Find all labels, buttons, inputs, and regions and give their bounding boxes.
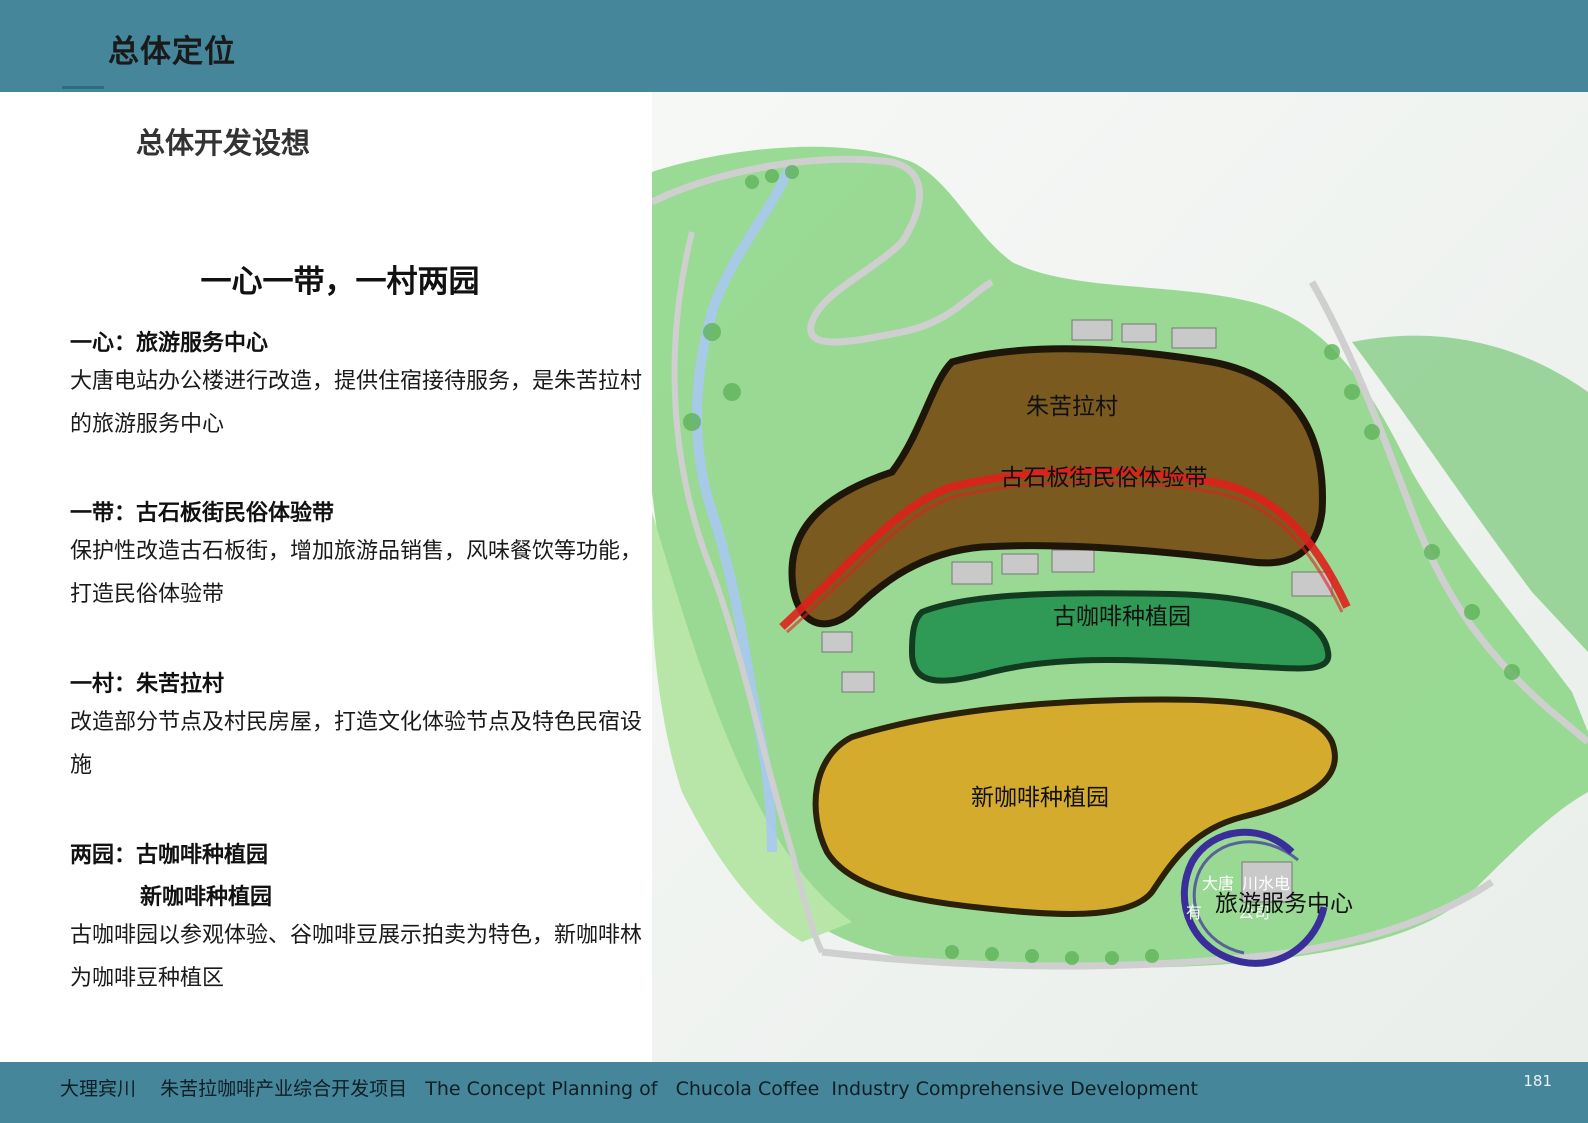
label-new-garden: 新咖啡种植园 xyxy=(971,784,1109,810)
page-number: 181 xyxy=(1523,1072,1552,1090)
title-accent-line xyxy=(62,86,104,89)
section-body-gardens: 古咖啡园以参观体验、谷咖啡豆展示拍卖为特色，新咖啡林为咖啡豆种植区 xyxy=(70,923,643,991)
section-title-gardens: 两园：古咖啡种植园 xyxy=(70,843,269,868)
road-right xyxy=(1308,280,1588,745)
village-zone xyxy=(788,345,1326,628)
tree-dots xyxy=(683,165,1520,965)
footer-project-title: 大理宾川 朱苦拉咖啡产业综合开发项目 The Concept Planning … xyxy=(60,1078,1198,1100)
section-subtitle: 总体开发设想 xyxy=(136,126,311,160)
road-left xyxy=(671,231,825,954)
label-building-1: 大唐 xyxy=(1202,875,1234,893)
section-title-center: 一心：旅游服务中心 xyxy=(70,331,269,356)
header-bar: 总体定位 xyxy=(0,0,1588,92)
label-belt: 古石板街民俗体验带 xyxy=(1001,464,1208,490)
terrain-light-area xyxy=(652,512,852,942)
section-title-gardens-second: 新咖啡种植园 xyxy=(140,885,273,910)
label-service-center: 旅游服务中心 xyxy=(1215,890,1353,916)
page-title: 总体定位 xyxy=(108,34,236,70)
label-building-2b: 公司 xyxy=(1238,905,1270,922)
label-building-2: 有 xyxy=(1186,904,1202,922)
footer-bar: 大理宾川 朱苦拉咖啡产业综合开发项目 The Concept Planning … xyxy=(0,1062,1588,1123)
old-coffee-garden-zone xyxy=(908,590,1332,684)
label-building-1b: 川水电 xyxy=(1242,875,1290,893)
new-coffee-garden-zone xyxy=(812,696,1338,917)
road-upper xyxy=(652,155,994,346)
site-plan-map: 朱苦拉村 古石板街民俗体验带 古咖啡种植园 新咖啡种植园 大唐 川水电 有 公司… xyxy=(652,92,1588,1062)
section-title-belt: 一带：古石板街民俗体验带 xyxy=(70,501,335,526)
folk-belt xyxy=(779,467,1351,634)
label-old-garden: 古咖啡种植园 xyxy=(1053,603,1191,629)
headline: 一心一带，一村两园 xyxy=(200,264,480,300)
section-body-belt: 保护性改造古石板街，增加旅游品销售，风味餐饮等功能，打造民俗体验带 xyxy=(70,539,643,607)
label-village: 朱苦拉村 xyxy=(1026,393,1118,419)
text-panel xyxy=(0,92,652,1062)
section-body-center: 大唐电站办公楼进行改造，提供住宿接待服务，是朱苦拉村的旅游服务中心 xyxy=(70,369,643,437)
village-buildings xyxy=(821,319,1333,903)
service-center-marker xyxy=(1180,828,1328,967)
section-title-village: 一村：朱苦拉村 xyxy=(70,672,225,697)
section-body-village: 改造部分节点及村民房屋，打造文化体验节点及特色民宿设施 xyxy=(70,710,643,778)
hill-shade xyxy=(1352,335,1588,652)
